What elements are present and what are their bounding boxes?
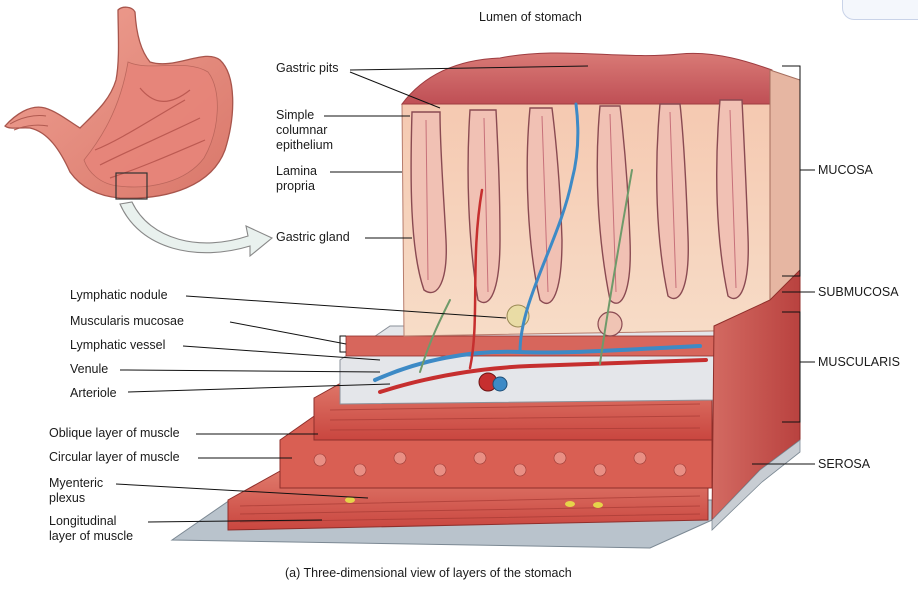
corner-tab[interactable] — [842, 0, 918, 20]
lamina-propria-label: Lamina propria — [276, 164, 317, 193]
circular-layer-label: Circular layer of muscle — [49, 450, 180, 464]
gastric-pits-label: Gastric pits — [276, 61, 339, 75]
myenteric-plexus-label: Myenteric plexus — [49, 476, 104, 505]
longitudinal-layer-label: Longitudinal layer of muscle — [49, 514, 134, 543]
submucosa-label: SUBMUCOSA — [818, 285, 899, 299]
leader-lines — [115, 65, 815, 523]
arteriole-label: Arteriole — [70, 386, 117, 400]
figure-caption: (a) Three-dimensional view of layers of … — [285, 566, 572, 580]
zoom-arrow — [119, 201, 274, 258]
lumen-label: Lumen of stomach — [479, 10, 582, 24]
simple-columnar-epithelium-label: Simple columnar epithelium — [276, 108, 333, 152]
inset-box — [115, 172, 148, 200]
venule-label: Venule — [70, 362, 109, 376]
mucosa-label: MUCOSA — [818, 163, 873, 177]
muscularis-mucosae-label: Muscularis mucosae — [70, 314, 184, 328]
oblique-layer-label: Oblique layer of muscle — [49, 426, 180, 440]
tissue-block — [170, 52, 801, 549]
muscularis-label: MUSCULARIS — [818, 355, 900, 369]
serosa-label: SEROSA — [818, 457, 871, 471]
stomach-inset — [4, 6, 234, 200]
lymphatic-vessel-label: Lymphatic vessel — [70, 338, 166, 352]
gastric-gland-label: Gastric gland — [276, 230, 350, 244]
lymphatic-nodule-label: Lymphatic nodule — [70, 288, 168, 302]
